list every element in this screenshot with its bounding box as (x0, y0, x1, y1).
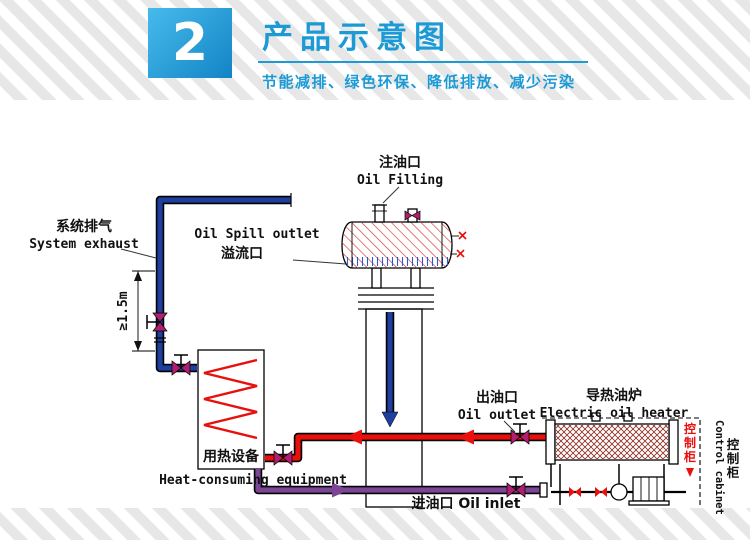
valve-icon (152, 312, 168, 323)
heat-consuming-equipment (197, 349, 265, 470)
flow-arrow-left (457, 429, 474, 445)
tank-oil-level (346, 257, 448, 266)
flow-arrow-down (381, 411, 399, 428)
label-oil-inlet: 进油口 Oil inlet (412, 495, 521, 512)
label-system-exhaust-zh: 系统排气 (56, 218, 112, 235)
label-heat-equipment-en: Heat-consuming equipment (159, 473, 347, 488)
svg-text:制: 制 (684, 435, 696, 450)
motor (632, 476, 665, 502)
dimension-min-height: ≥1.5m (116, 270, 155, 352)
valve-oil-outlet (510, 423, 530, 445)
motor-base (628, 500, 670, 506)
label-control-cabinet-zh-char: 控 (727, 437, 740, 452)
label-oil-outlet-zh: 出油口 (476, 389, 518, 406)
page-subtitle: 节能减排、绿色环保、降低排放、减少污染 (262, 74, 576, 91)
header: 2 产品示意图 节能减排、绿色环保、降低排放、减少污染 (0, 0, 750, 100)
label-control-cabinet-red-char: 控 (684, 421, 696, 436)
tank-hatch (342, 222, 452, 268)
valve-oil-inlet (506, 476, 526, 498)
svg-text:柜: 柜 (726, 465, 740, 480)
header-stripe-band (0, 0, 750, 100)
expansion-tank (341, 204, 467, 269)
labels: 注油口 Oil Filling 系统排气 System exhaust Oil … (29, 154, 740, 515)
vent-fitting-icon (458, 231, 467, 240)
section-number-box: 2 (148, 8, 232, 78)
inlet-fitting (539, 482, 548, 498)
tank-drop-pipe (381, 312, 399, 428)
filling-nozzle (374, 204, 385, 223)
label-control-cabinet-en: Control cabinet (713, 420, 725, 515)
label-system-exhaust-en: System exhaust (29, 237, 139, 252)
svg-text:柜: 柜 (683, 449, 696, 464)
dim-arrow-up (134, 271, 142, 281)
page-title: 产品示意图 (262, 20, 452, 55)
control-cabinet-pointer-icon (686, 468, 694, 477)
label-spill-outlet-en: Oil Spill outlet (194, 227, 319, 242)
heating-coil (203, 358, 258, 440)
mini-valve-icon (595, 487, 601, 497)
valve-icon (506, 482, 517, 498)
schematic-diagram: ≥1.5m 注油口 Oil Filling 系统排气 System exhaus… (29, 154, 740, 515)
heater-end-cap (668, 419, 679, 465)
heater-end-cap (545, 419, 556, 465)
valve-icon (510, 429, 521, 445)
footer-stripe-band (0, 508, 750, 540)
electric-oil-heater (539, 412, 701, 506)
label-oil-outlet-en: Oil outlet (458, 408, 536, 423)
tank-support-pipe (371, 267, 382, 289)
label-heater-en: Electric oil heater (540, 406, 689, 421)
valve-exhaust-vertical (146, 312, 168, 332)
dim-arrow-down (134, 341, 142, 351)
svg-text:制: 制 (727, 451, 740, 466)
tank-support-pipe (410, 267, 421, 289)
pump-icon (610, 483, 628, 501)
title-underline (258, 61, 588, 63)
flow-arrow-right (332, 482, 349, 498)
oil-return-pipe (253, 469, 547, 498)
label-heater-zh: 导热油炉 (586, 387, 642, 404)
label-oil-filling-en: Oil Filling (357, 173, 443, 188)
mini-valve-icon (569, 487, 575, 497)
valve-equipment-inlet (171, 354, 191, 376)
valve-icon (273, 450, 284, 466)
valve-icon (171, 360, 182, 376)
section-number: 2 (171, 13, 209, 73)
flow-arrow-left (345, 429, 362, 445)
label-spill-outlet-zh: 溢流口 (221, 245, 263, 262)
heater-coil-hatch (556, 425, 668, 459)
tank-support-column (358, 267, 434, 508)
drain-fitting-icon (456, 249, 465, 258)
label-oil-filling-zh: 注油口 (379, 154, 421, 171)
label-heat-equipment-zh: 用热设备 (203, 448, 260, 465)
equipment-box (197, 349, 265, 470)
min-height-label: ≥1.5m (116, 291, 131, 330)
valve-supply-branch (273, 444, 293, 466)
exhaust-pipe (154, 193, 292, 373)
leader-lines (120, 186, 516, 433)
